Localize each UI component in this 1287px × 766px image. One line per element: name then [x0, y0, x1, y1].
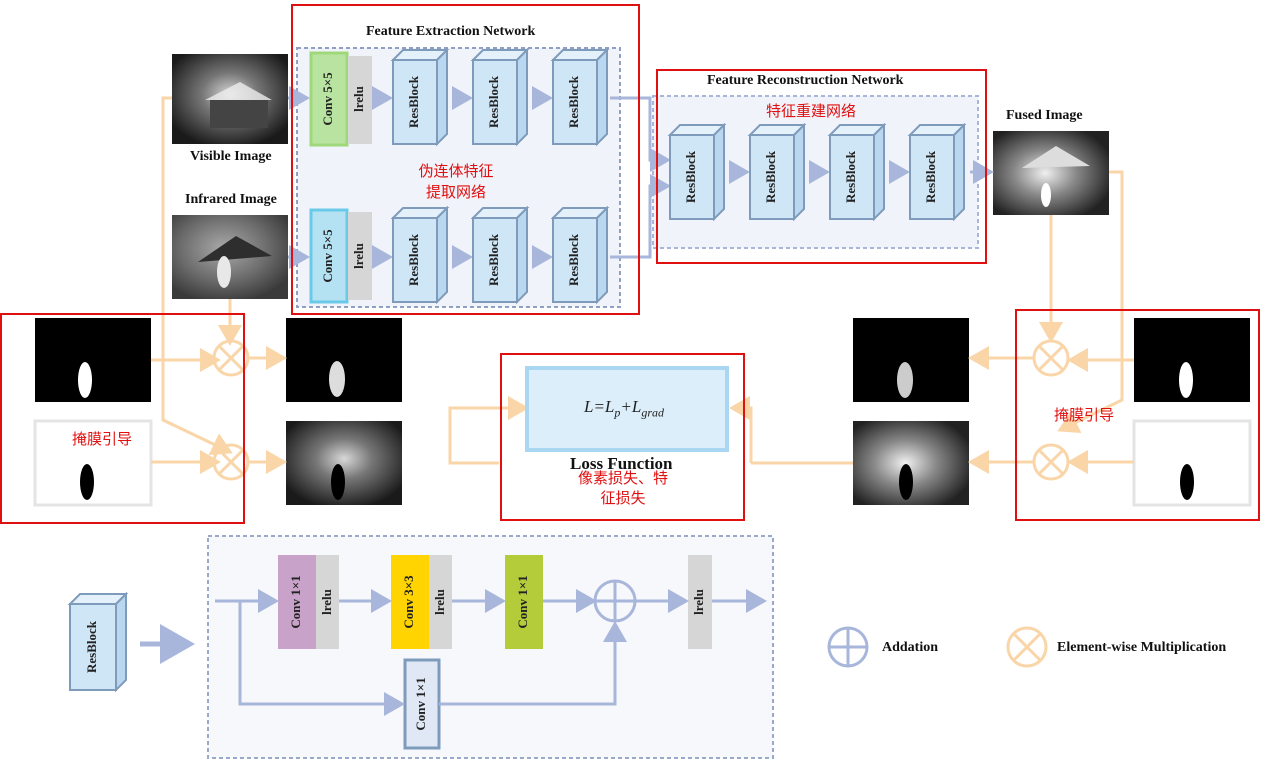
detail-conv3-label: Conv 3×3 [401, 575, 416, 629]
mask-flow-lines [151, 96, 1134, 474]
conv5-label-top: Conv 5×5 [320, 72, 335, 126]
highlight-frames [0, 4, 1260, 524]
resblock-cubes [67, 47, 967, 693]
mask-image-left-top [35, 318, 151, 402]
detail-add-op [593, 579, 637, 623]
infrared-image [172, 215, 288, 299]
plus-icon [827, 626, 869, 668]
resblock-recon-3 [827, 122, 887, 222]
lrelu-label-top: lrelu [351, 86, 366, 112]
reconstruction-title: Feature Reconstruction Network [707, 73, 904, 88]
resblock-extract-bottom-1 [390, 205, 450, 305]
resblock-recon-1 [667, 122, 727, 222]
reconstruction-cn-label: 特征重建网络 [766, 102, 857, 120]
mask-image-right-top [1134, 318, 1250, 402]
masked-fused-visible-image [853, 421, 969, 505]
lrelu-label-bottom: lrelu [351, 243, 366, 269]
multiply-op-left-bottom [212, 443, 250, 481]
detail-conv1-label-b: Conv 1×1 [515, 575, 530, 628]
conv5-unit-bottom [309, 208, 372, 304]
loss-cn-label-line2: 征损失 [600, 489, 646, 507]
multiply-op-right-top [1032, 339, 1070, 377]
masked-visible-image [286, 421, 402, 505]
resblock-extract-top-2 [470, 47, 530, 147]
masked-ir-image [286, 318, 402, 402]
visible-image-label: Visible Image [190, 149, 272, 164]
resblock-label-bottom-2: ResBlock [486, 233, 501, 286]
resblock-label-recon-2: ResBlock [763, 150, 778, 203]
conv5-label-bottom: Conv 5×5 [320, 229, 335, 283]
times-icon [1006, 626, 1048, 668]
feature-flow-lines [288, 86, 994, 269]
legend-multiplication-label: Element-wise Multiplication [1057, 640, 1227, 655]
resblock-recon-4 [907, 122, 967, 222]
detail-lrelu-label-c: lrelu [691, 589, 706, 615]
resblock-extract-bottom-2 [470, 205, 530, 305]
detail-conv1-skip-label: Conv 1×1 [413, 677, 428, 730]
resblock-label-bottom-1: ResBlock [406, 233, 421, 286]
infrared-image-label: Infrared Image [185, 192, 277, 207]
fused-image-label: Fused Image [1006, 108, 1083, 123]
loss-cn-label-line1: 像素损失、特 [577, 469, 668, 487]
detail-lrelu-label-b: lrelu [432, 589, 447, 615]
mask-cn-label-right: 掩膜引导 [1054, 406, 1115, 424]
detail-units [278, 555, 712, 750]
resblock-legend-label: ResBlock [84, 620, 99, 673]
legend-addition-label: Addation [882, 640, 939, 655]
resblock-label-recon-4: ResBlock [923, 150, 938, 203]
extraction-cn-label-line2: 提取网络 [425, 183, 486, 201]
multiply-op-right-bottom [1032, 443, 1070, 481]
detail-conv1-label-a: Conv 1×1 [288, 575, 303, 628]
resblock-label-top-2: ResBlock [486, 75, 501, 128]
resblock-extract-bottom-3 [550, 205, 610, 305]
loss-formula-box [525, 366, 729, 452]
resblock-legend-cube [67, 591, 129, 693]
resblock-label-top-3: ResBlock [566, 75, 581, 128]
visible-image [172, 54, 288, 144]
multiply-op-left-top [212, 339, 250, 377]
resblock-label-recon-3: ResBlock [843, 150, 858, 203]
resblock-recon-2 [747, 122, 807, 222]
fused-image [993, 131, 1109, 215]
masked-fused-ir-image [853, 318, 969, 402]
extraction-title: Feature Extraction Network [366, 24, 536, 39]
conv5-unit-top [309, 51, 372, 147]
loss-formula: L=Lp+Lgrad [584, 397, 664, 420]
loss-function-title: Loss Function [570, 454, 673, 473]
resblock-label-recon-1: ResBlock [683, 150, 698, 203]
extraction-cn-label-line1: 伪连体特征 [418, 162, 494, 180]
resblock-extract-top-3 [550, 47, 610, 147]
resblock-label-bottom-3: ResBlock [566, 233, 581, 286]
resblock-extract-top-1 [390, 47, 450, 147]
mask-cn-label-left: 掩膜引导 [72, 430, 133, 448]
resblock-label-top-1: ResBlock [406, 75, 421, 128]
detail-lrelu-label-a: lrelu [319, 589, 334, 615]
detail-flow [140, 589, 767, 716]
mask-image-right-bottom [1132, 419, 1252, 507]
